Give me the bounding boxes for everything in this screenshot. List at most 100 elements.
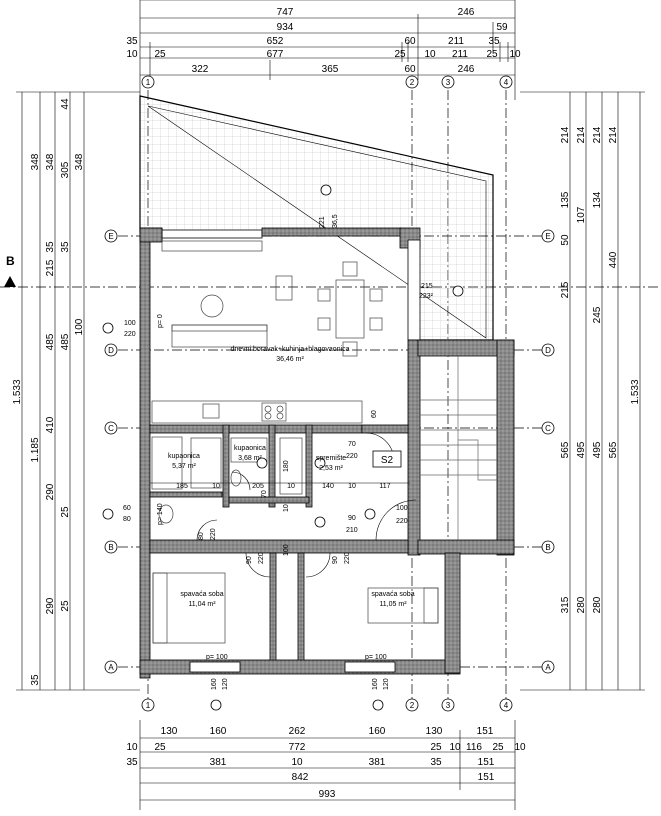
bottom-dim: 116 (466, 742, 482, 753)
axis-label-1: 1 (146, 701, 151, 710)
interior-dim: 70 (261, 490, 268, 498)
left-dim: 348 (30, 153, 41, 170)
axis-label-c: C (108, 424, 114, 433)
bottom-dim: 25 (154, 742, 166, 753)
room-area-bath-2: 3,68 m² (238, 455, 262, 462)
top-dimensions (139, 0, 516, 100)
opening-h: 220 (344, 552, 351, 564)
right-dim: 1.533 (630, 379, 641, 404)
interior-dim: 140 (322, 483, 334, 490)
room-area-storage: 2,53 m² (319, 465, 343, 472)
kitchen-counter (151, 400, 363, 424)
opening-w: 60 (123, 505, 131, 512)
room-name-storage: spremište (316, 455, 346, 462)
opening-w: 100 (124, 320, 136, 327)
right-dim: 565 (560, 441, 571, 458)
bottom-dim: 842 (292, 772, 309, 783)
axis-label-c: C (545, 424, 551, 433)
axis-label-1: 1 (146, 78, 151, 87)
opening-h: 210 (346, 527, 358, 534)
top-dim: 322 (192, 64, 209, 75)
opening-h: 220 (210, 528, 217, 540)
left-dim: 485 (45, 333, 56, 350)
top-dim: 934 (277, 22, 294, 33)
axis-label-e: E (108, 232, 113, 241)
parapet-label: p= 140 (157, 503, 164, 525)
axis-label-d: D (545, 346, 551, 355)
parapet-label: p= 100 (206, 654, 228, 661)
room-name-kitchen: dnevni boravak+kuhinja+blagovaonica (230, 346, 349, 353)
axis-label-d: D (108, 346, 114, 355)
opening-h: 220 (396, 518, 408, 525)
right-dim: 315 (560, 596, 571, 613)
door-swings (196, 432, 417, 578)
bottom-dim: 160 (210, 726, 227, 737)
section-marker: B (6, 254, 15, 268)
left-dim: 35 (45, 241, 56, 253)
opening-annotations: 100 220 60 80 100 220 70 220 90 210 215 … (123, 283, 434, 661)
opening-w: 90 (348, 515, 356, 522)
bottom-dim: 151 (478, 757, 495, 768)
interior-dim: 60 (371, 410, 378, 418)
room-area-bedroom-1: 11,04 m² (188, 601, 216, 608)
top-dim: 10 (424, 49, 436, 60)
room-name-bedroom-2: spavaća soba (371, 591, 414, 598)
left-dim: 410 (45, 416, 56, 433)
top-dim: 35 (126, 36, 138, 47)
left-dim: 215 (45, 259, 56, 276)
opening-h: 223² (419, 293, 434, 300)
right-dim: 565 (608, 441, 619, 458)
bottom-dim: 10 (126, 742, 138, 753)
top-dim: 60 (404, 36, 416, 47)
top-dim: 246 (458, 64, 475, 75)
top-dim: 677 (267, 49, 284, 60)
interior-dim: 205 (252, 483, 264, 490)
left-dim: 25 (60, 600, 71, 612)
left-dim: 35 (30, 674, 41, 686)
opening-h: 120 (222, 678, 229, 690)
bottom-dim: 160 (369, 726, 386, 737)
bottom-dim: 151 (478, 772, 495, 783)
interior-dim: 10 (212, 483, 220, 490)
axis-label-e: E (545, 232, 550, 241)
right-dim: 214 (592, 126, 603, 143)
interior-dim: 185 (176, 483, 188, 490)
interior-dim: 10 (348, 483, 356, 490)
right-dim: 107 (576, 206, 587, 223)
parapet-label: p= 100 (365, 654, 387, 661)
room-name-bedroom-1: spavaća soba (180, 591, 223, 598)
right-dim: 440 (608, 251, 619, 268)
left-dim: 485 (60, 333, 71, 350)
interior-dim: 117 (379, 483, 390, 490)
right-dim: 214 (560, 126, 571, 143)
bottom-dimension-labels: 130 160 262 160 130 151 10 25 772 25 10 … (126, 726, 526, 800)
opening-w: 160 (211, 678, 218, 690)
left-dimension-labels: 1.533 348 1.185 35 348 35 215 485 410 29… (12, 98, 85, 686)
bottom-dim: 35 (126, 757, 138, 768)
top-dim: 747 (277, 7, 294, 18)
parapet-label: p= 0 (157, 314, 164, 328)
left-dim: 290 (45, 483, 56, 500)
left-dim: 44 (60, 98, 71, 110)
top-dim: 246 (458, 7, 475, 18)
bottom-dim: 25 (430, 742, 442, 753)
bottom-dim: 151 (477, 726, 494, 737)
bottom-dim: 10 (449, 742, 461, 753)
left-dim: 1.185 (30, 437, 41, 462)
bottom-dim: 10 (514, 742, 526, 753)
walls (139, 227, 515, 679)
room-labels: dnevni boravak+kuhinja+blagovaonica 36,4… (168, 346, 415, 608)
bottom-dim: 10 (291, 757, 303, 768)
axis-label-b: B (545, 543, 550, 552)
opening-w: 80 (198, 532, 205, 540)
room-area-kitchen: 36,46 m² (276, 356, 304, 363)
top-dim: 59 (496, 22, 508, 33)
interior-dim: 100 (283, 544, 290, 556)
bottom-dim: 381 (210, 757, 227, 768)
bottom-dim: 993 (319, 789, 336, 800)
bottom-dim: 130 (161, 726, 178, 737)
bottom-dim: 25 (492, 742, 504, 753)
opening-h: 220 (258, 552, 265, 564)
left-dim: 1.533 (12, 379, 23, 404)
